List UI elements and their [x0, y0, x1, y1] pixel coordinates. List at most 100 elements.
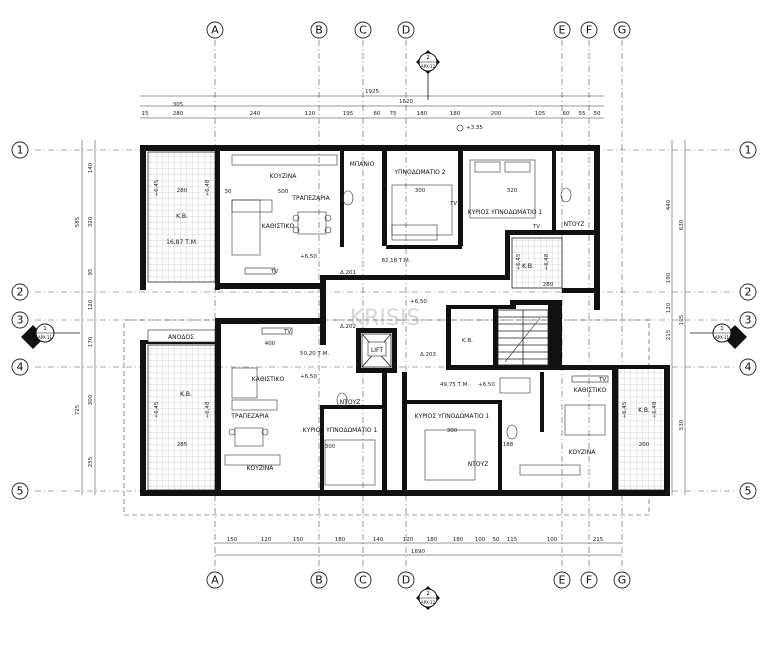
grid-label-4-right: 4: [745, 361, 752, 374]
bed-label-bottom-right: ΚΥΡΙΟΣ ΥΠΝΟΔΩΜΑΤΙΟ 1: [415, 413, 490, 420]
level-kv2-top-right: +6,45: [516, 253, 522, 270]
area-bottom-left: 50,20 Τ.Μ.: [300, 351, 329, 357]
door-201: Δ.201: [340, 270, 356, 276]
left-dim-140: 140: [88, 162, 94, 173]
grid-label-d-bottom: D: [402, 574, 410, 587]
bdim-120: 120: [261, 537, 272, 543]
left-dim-300: 300: [88, 394, 94, 405]
tv-top-left: TV: [270, 269, 278, 275]
bed1-label-top: ΚΥΡΙΟΣ ΥΠΝΟΔΩΜΑΤΙΟ 1: [468, 209, 543, 216]
door-202: Δ.202: [340, 324, 356, 330]
bdim-180b: 180: [427, 537, 438, 543]
grid-label-b: B: [315, 24, 323, 37]
tv-top-right2: TV: [532, 224, 540, 230]
dining-label-bottom: ΤΡΑΠΕΖΑΡΙΑ: [230, 413, 269, 420]
bdim-180: 180: [335, 537, 346, 543]
level-kv-bottom-left: +6,45: [154, 401, 160, 418]
bed2-width: 300: [415, 188, 426, 194]
dining-label-top: ΤΡΑΠΕΖΑΡΙΑ: [291, 195, 330, 202]
dim-overall-top: 1925: [365, 89, 379, 95]
kv-area-top-left: 16,87 Τ.Μ.: [166, 239, 198, 246]
kv-label-bottom-left: Κ.Β.: [180, 391, 192, 398]
bath-label-top: ΜΠΑΝΙΟ: [350, 161, 375, 168]
wc-label-bottom-right: ΝΤΟΥΖ: [468, 461, 489, 468]
grid-label-c: C: [359, 24, 367, 37]
kv-width-bottom-left: 285: [177, 442, 188, 448]
side-marker-right-sheet: APX-11: [715, 335, 730, 340]
bdim-215: 215: [593, 537, 604, 543]
grid-bubbles-bottom: A B C D E F G: [206, 571, 631, 589]
dim-120: 120: [305, 111, 316, 117]
bed1-width: 320: [507, 188, 518, 194]
grid-label-b-bottom: B: [315, 574, 323, 587]
grid-label-a-bottom: A: [211, 574, 219, 587]
bdim-50: 50: [493, 537, 500, 543]
living-label-top: ΚΑΘΙΣΤΙΚΟ: [262, 223, 295, 230]
level-top-left: +6,50: [300, 254, 317, 260]
balcony-top-right: [511, 237, 563, 289]
grid-label-5-right: 5: [745, 485, 752, 498]
balcony-bottom-right: [617, 367, 667, 491]
width-400: 400: [265, 341, 276, 347]
grid-label-e-bottom: E: [559, 574, 566, 587]
grid-label-d: D: [402, 24, 410, 37]
side-marker-left-sheet: APX-11: [38, 335, 53, 340]
bdim-180c: 180: [453, 537, 464, 543]
kitchen-label-top: ΚΟΥΖΙΝΑ: [270, 173, 298, 180]
bdim-overall: 1690: [411, 549, 425, 555]
staircase: [497, 309, 549, 366]
grid-label-c-bottom: C: [359, 574, 367, 587]
right-dim-630: 630: [679, 219, 685, 230]
left-dim-585: 585: [75, 216, 81, 227]
area-bottom-right: 49,75 Τ.Μ.: [440, 382, 469, 388]
kv-width-top-left: 280: [177, 188, 188, 194]
right-dim-105: 105: [679, 314, 685, 325]
grid-bubbles-left: 1 2 3 4 5: [11, 141, 29, 500]
lift-label: LIFT: [371, 347, 383, 354]
watermark: KRISIS: [350, 306, 421, 331]
core: +6,50 Δ.201 Δ.202 Δ.203 Κ.Β. KRISIS: [340, 270, 473, 358]
living-label-bottom: ΚΑΘΙΣΤΙΚΟ: [252, 376, 285, 383]
grid-label-g: G: [618, 24, 627, 37]
unit-top-left: Κ.Β. 16,87 Τ.Μ. 280 ΚΟΥΖΙΝΑ ΤΡΑΠΕΖΑΡΙΑ Κ…: [154, 173, 411, 275]
bottom-dimensions: 150 120 150 180 140 120 180 180 100 50 1…: [215, 537, 622, 556]
dim-15: 15: [142, 111, 149, 117]
level-kv-top-right: +6,48: [544, 253, 550, 270]
dim-75: 75: [390, 111, 397, 117]
bdim-150b: 150: [293, 537, 304, 543]
right-dim-120: 120: [666, 302, 672, 313]
kv-width-top-right: 280: [543, 282, 554, 288]
dim-305: 305: [173, 102, 184, 108]
right-dim-440: 440: [666, 199, 672, 210]
bed2-label-top: ΥΠΝΟΔΩΜΑΤΙΟ 2: [393, 169, 445, 176]
kv-core: Κ.Β.: [462, 338, 473, 344]
bdim-140: 140: [373, 537, 384, 543]
level-kv2-bottom-right: +6,48: [652, 401, 658, 418]
bdim-100: 100: [475, 537, 486, 543]
kv-label-bottom-right: Κ.Β.: [638, 407, 650, 414]
grid-bubbles-right: 1 2 3 4 5: [739, 141, 757, 500]
width-200-br: 200: [639, 442, 650, 448]
section-marker-top-sheet: APX-12: [421, 64, 436, 69]
side-marker-right-number: 1: [720, 326, 723, 332]
section-marker-bottom-number: 2: [426, 591, 429, 597]
width-300-br: 300: [447, 428, 458, 434]
walls: [140, 145, 670, 496]
grid-label-2-right: 2: [745, 286, 752, 299]
door-203: Δ.203: [420, 352, 437, 358]
level-core: +6,50: [410, 299, 427, 305]
dim-188: 188: [503, 442, 514, 448]
grid-label-5: 5: [17, 485, 24, 498]
left-dim-320: 320: [88, 216, 94, 227]
bdim-150: 150: [227, 537, 238, 543]
right-dim-530: 530: [679, 419, 685, 430]
grid-label-4: 4: [17, 361, 24, 374]
bdim-100b: 100: [547, 537, 558, 543]
wc-label-bottom-left: ΝΤΟΥΖ: [340, 399, 361, 406]
section-marker-top-number: 2: [426, 55, 429, 61]
kv-label-top-left: Κ.Β.: [176, 213, 188, 220]
dim-200: 200: [491, 111, 502, 117]
living-label-bottom-right: ΚΑΘΙΣΤΙΚΟ: [574, 387, 607, 394]
bed-label-bottom-left: ΚΥΡΙΟΣ ΥΠΝΟΔΩΜΑΤΙΟ 1: [303, 427, 378, 434]
